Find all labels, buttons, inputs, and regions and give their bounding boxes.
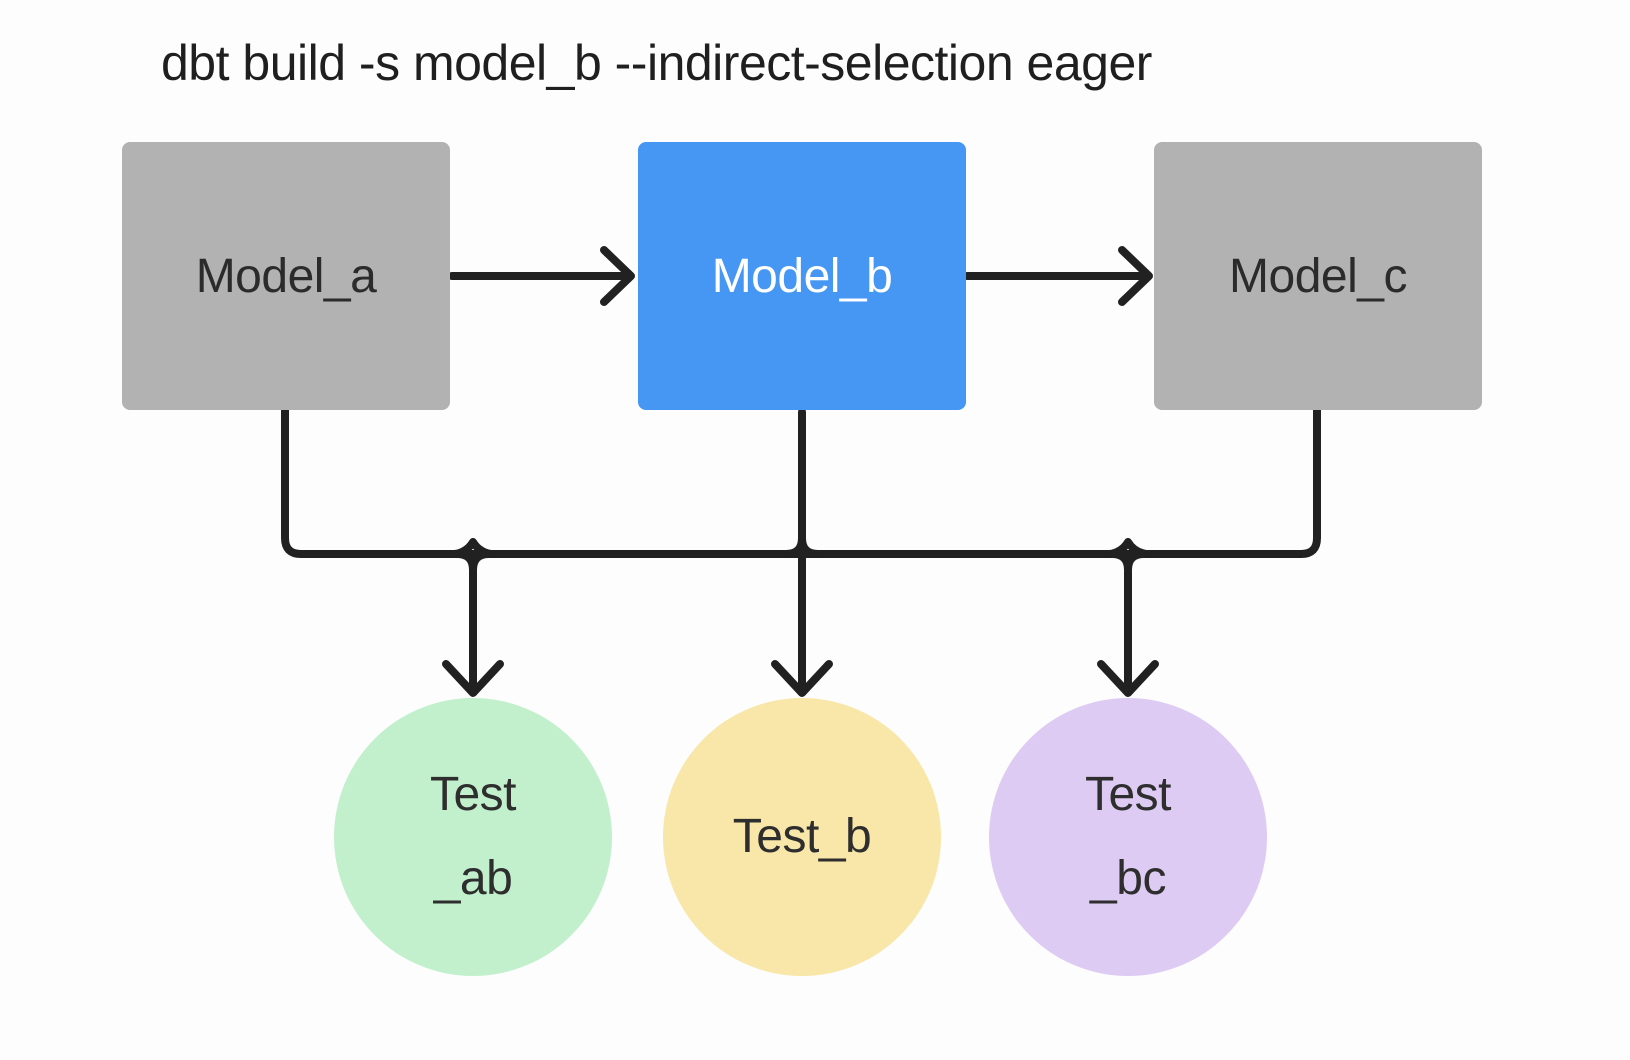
edge-model-b-to-test-b [771, 408, 833, 697]
node-test-bc: Test _bc [989, 698, 1267, 976]
node-test-ab-label-line2: _ab [433, 852, 513, 905]
node-test-bc-label-line1: Test [1084, 768, 1172, 821]
edge-branch-to-test-ab [442, 538, 504, 697]
node-model-a-label: Model_a [195, 249, 377, 303]
node-model-a: Model_a [122, 142, 450, 410]
node-test-b-label-line1: Test_b [732, 810, 872, 863]
node-test-ab: Test _ab [334, 698, 612, 976]
node-model-b-selected: Model_b [638, 142, 966, 410]
node-test-bc-label-line2: _bc [1090, 852, 1166, 905]
node-model-c-label: Model_c [1229, 249, 1407, 303]
node-model-c: Model_c [1154, 142, 1482, 410]
diagram-title: dbt build -s model_b --indirect-selectio… [161, 35, 1152, 91]
edge-branch-to-test-bc [1097, 538, 1159, 697]
node-model-b-label: Model_b [711, 249, 893, 303]
edge-model-a-to-model-b [448, 246, 635, 306]
node-test-ab-label-line1: Test [429, 768, 517, 821]
edge-model-b-to-model-c [963, 246, 1153, 306]
node-test-b: Test_b [663, 698, 941, 976]
